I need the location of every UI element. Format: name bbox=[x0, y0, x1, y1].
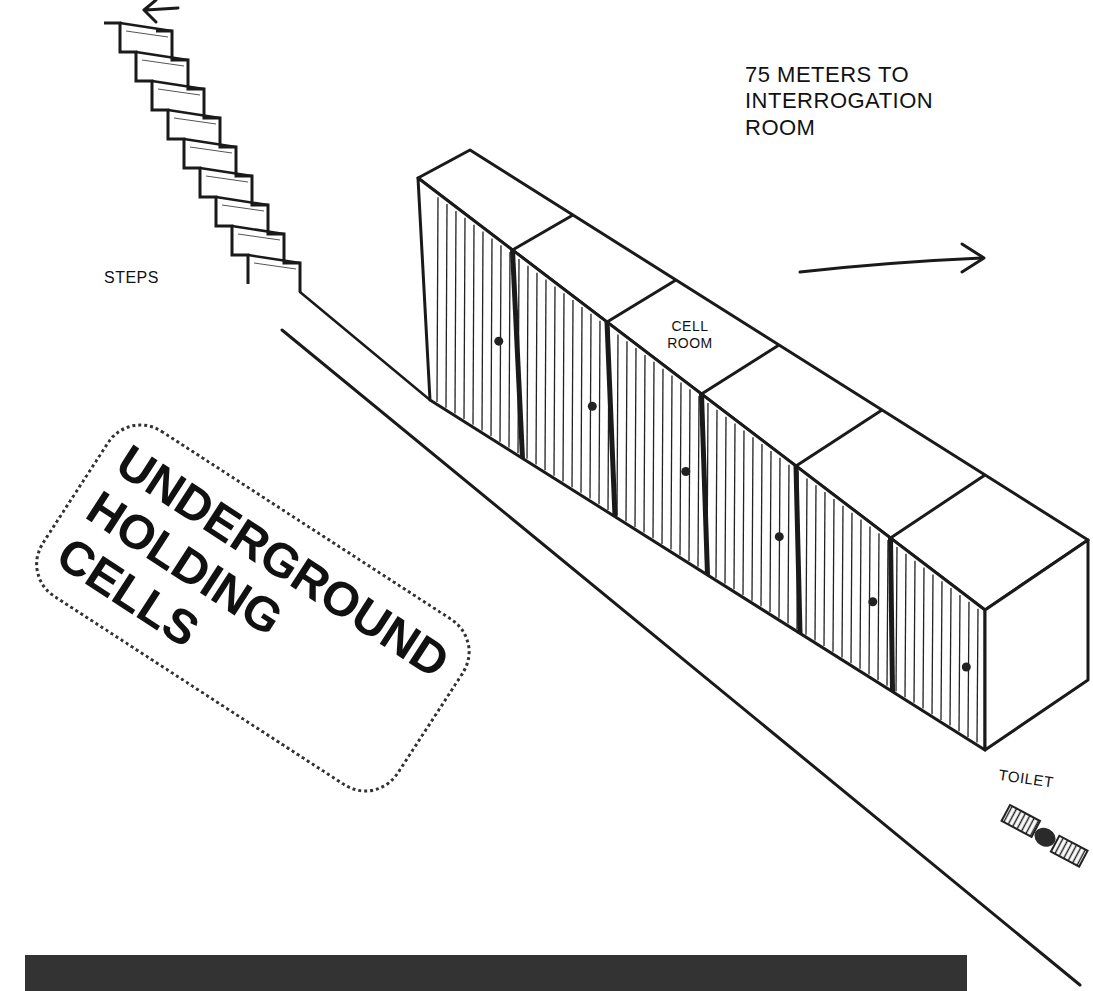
bar-stroke bbox=[788, 465, 789, 624]
bar-stroke bbox=[932, 574, 933, 714]
bar-stroke bbox=[725, 417, 726, 584]
cell-divider-front bbox=[702, 394, 708, 575]
cell-divider-top bbox=[891, 475, 986, 538]
bar-stroke bbox=[824, 492, 825, 646]
cell-label: CELL ROOM bbox=[662, 318, 718, 352]
bar-stroke bbox=[680, 382, 681, 555]
bar-stroke bbox=[860, 520, 861, 669]
bar-stroke bbox=[770, 451, 771, 612]
direction-arrowhead bbox=[962, 244, 984, 272]
direction-arrow bbox=[800, 258, 982, 272]
bar-stroke bbox=[950, 588, 951, 725]
stair-shade bbox=[158, 89, 200, 95]
bar-stroke bbox=[635, 348, 636, 527]
stair-shade bbox=[190, 147, 232, 153]
bar-stroke bbox=[878, 533, 879, 680]
cells-end-face bbox=[985, 540, 1088, 750]
bar-stroke bbox=[599, 321, 600, 505]
cell-divider-top bbox=[796, 410, 882, 466]
bar-stroke bbox=[617, 334, 618, 515]
door-lock bbox=[588, 402, 597, 411]
cell-divider-top bbox=[513, 215, 574, 250]
bar-stroke bbox=[572, 300, 573, 487]
stair-back-edge bbox=[104, 23, 248, 284]
bar-stroke bbox=[626, 341, 627, 521]
toilet-label: TOILET bbox=[997, 766, 1054, 792]
diagram-title: UNDERGROUND HOLDING CELLS bbox=[20, 408, 486, 807]
bar-stroke bbox=[482, 232, 483, 431]
bar-stroke bbox=[761, 444, 762, 606]
door-lock bbox=[775, 532, 784, 541]
bar-stroke bbox=[671, 376, 672, 550]
cells-top-face bbox=[418, 150, 1088, 610]
door-lock bbox=[962, 662, 971, 671]
cell-divider-front bbox=[796, 466, 800, 633]
bar-stroke bbox=[653, 362, 654, 538]
bar-stroke bbox=[842, 506, 843, 658]
bar-stroke bbox=[536, 273, 537, 465]
stair-shade bbox=[254, 263, 296, 269]
bar-stroke bbox=[437, 197, 438, 402]
cell-divider-front bbox=[513, 250, 523, 458]
stairs-up-arrow bbox=[144, 0, 178, 22]
bar-stroke bbox=[554, 286, 555, 475]
steps-label: STEPS bbox=[104, 268, 159, 287]
bar-stroke bbox=[455, 211, 456, 413]
stair-shade bbox=[206, 176, 248, 182]
corridor-base-line bbox=[300, 292, 430, 400]
bar-stroke bbox=[959, 595, 960, 731]
bar-stroke bbox=[446, 204, 447, 408]
cells-front-face bbox=[418, 178, 985, 750]
bar-stroke bbox=[698, 396, 699, 567]
bar-stroke bbox=[851, 513, 852, 663]
distance-note: 75 METERS TO INTERROGATION ROOM bbox=[745, 62, 950, 141]
bar-stroke bbox=[815, 485, 816, 640]
stair-shade bbox=[142, 60, 184, 66]
bar-stroke bbox=[581, 307, 582, 493]
bar-stroke bbox=[752, 437, 753, 600]
bar-stroke bbox=[473, 225, 474, 425]
stair-shade bbox=[238, 234, 280, 240]
bar-stroke bbox=[734, 424, 735, 590]
cell-room-box: CELL ROOM bbox=[660, 316, 720, 354]
bar-stroke bbox=[491, 238, 492, 436]
stair-shade bbox=[222, 205, 264, 211]
cell-divider-front bbox=[891, 538, 893, 692]
bar-stroke bbox=[923, 568, 924, 709]
bar-stroke bbox=[716, 410, 717, 578]
cell-divider-front bbox=[607, 322, 615, 517]
bar-stroke bbox=[644, 355, 645, 533]
toilet-icon bbox=[1000, 805, 1090, 867]
bar-stroke bbox=[887, 540, 888, 686]
bar-stroke bbox=[896, 547, 897, 692]
bar-stroke bbox=[914, 561, 915, 703]
bar-stroke bbox=[509, 252, 510, 447]
bar-stroke bbox=[743, 430, 744, 595]
bar-stroke bbox=[662, 369, 663, 544]
footer-bar bbox=[25, 955, 967, 991]
stair-shade bbox=[126, 31, 168, 37]
door-lock bbox=[681, 467, 690, 476]
bar-stroke bbox=[527, 266, 528, 459]
bar-stroke bbox=[464, 218, 465, 419]
door-lock bbox=[868, 597, 877, 606]
bar-stroke bbox=[806, 478, 807, 634]
bar-stroke bbox=[941, 581, 942, 720]
cell-bars bbox=[437, 197, 985, 742]
bar-stroke bbox=[563, 293, 564, 481]
stair-front-edge bbox=[156, 31, 300, 292]
bar-stroke bbox=[689, 389, 690, 561]
cell-divider-top bbox=[702, 345, 780, 394]
bar-stroke bbox=[545, 280, 546, 471]
cell-divider-top bbox=[607, 280, 676, 322]
bar-stroke bbox=[833, 499, 834, 652]
stair-shade bbox=[174, 118, 216, 124]
staircase bbox=[104, 23, 300, 292]
bar-stroke bbox=[905, 554, 906, 697]
bar-stroke bbox=[977, 609, 978, 743]
door-lock bbox=[494, 337, 503, 346]
